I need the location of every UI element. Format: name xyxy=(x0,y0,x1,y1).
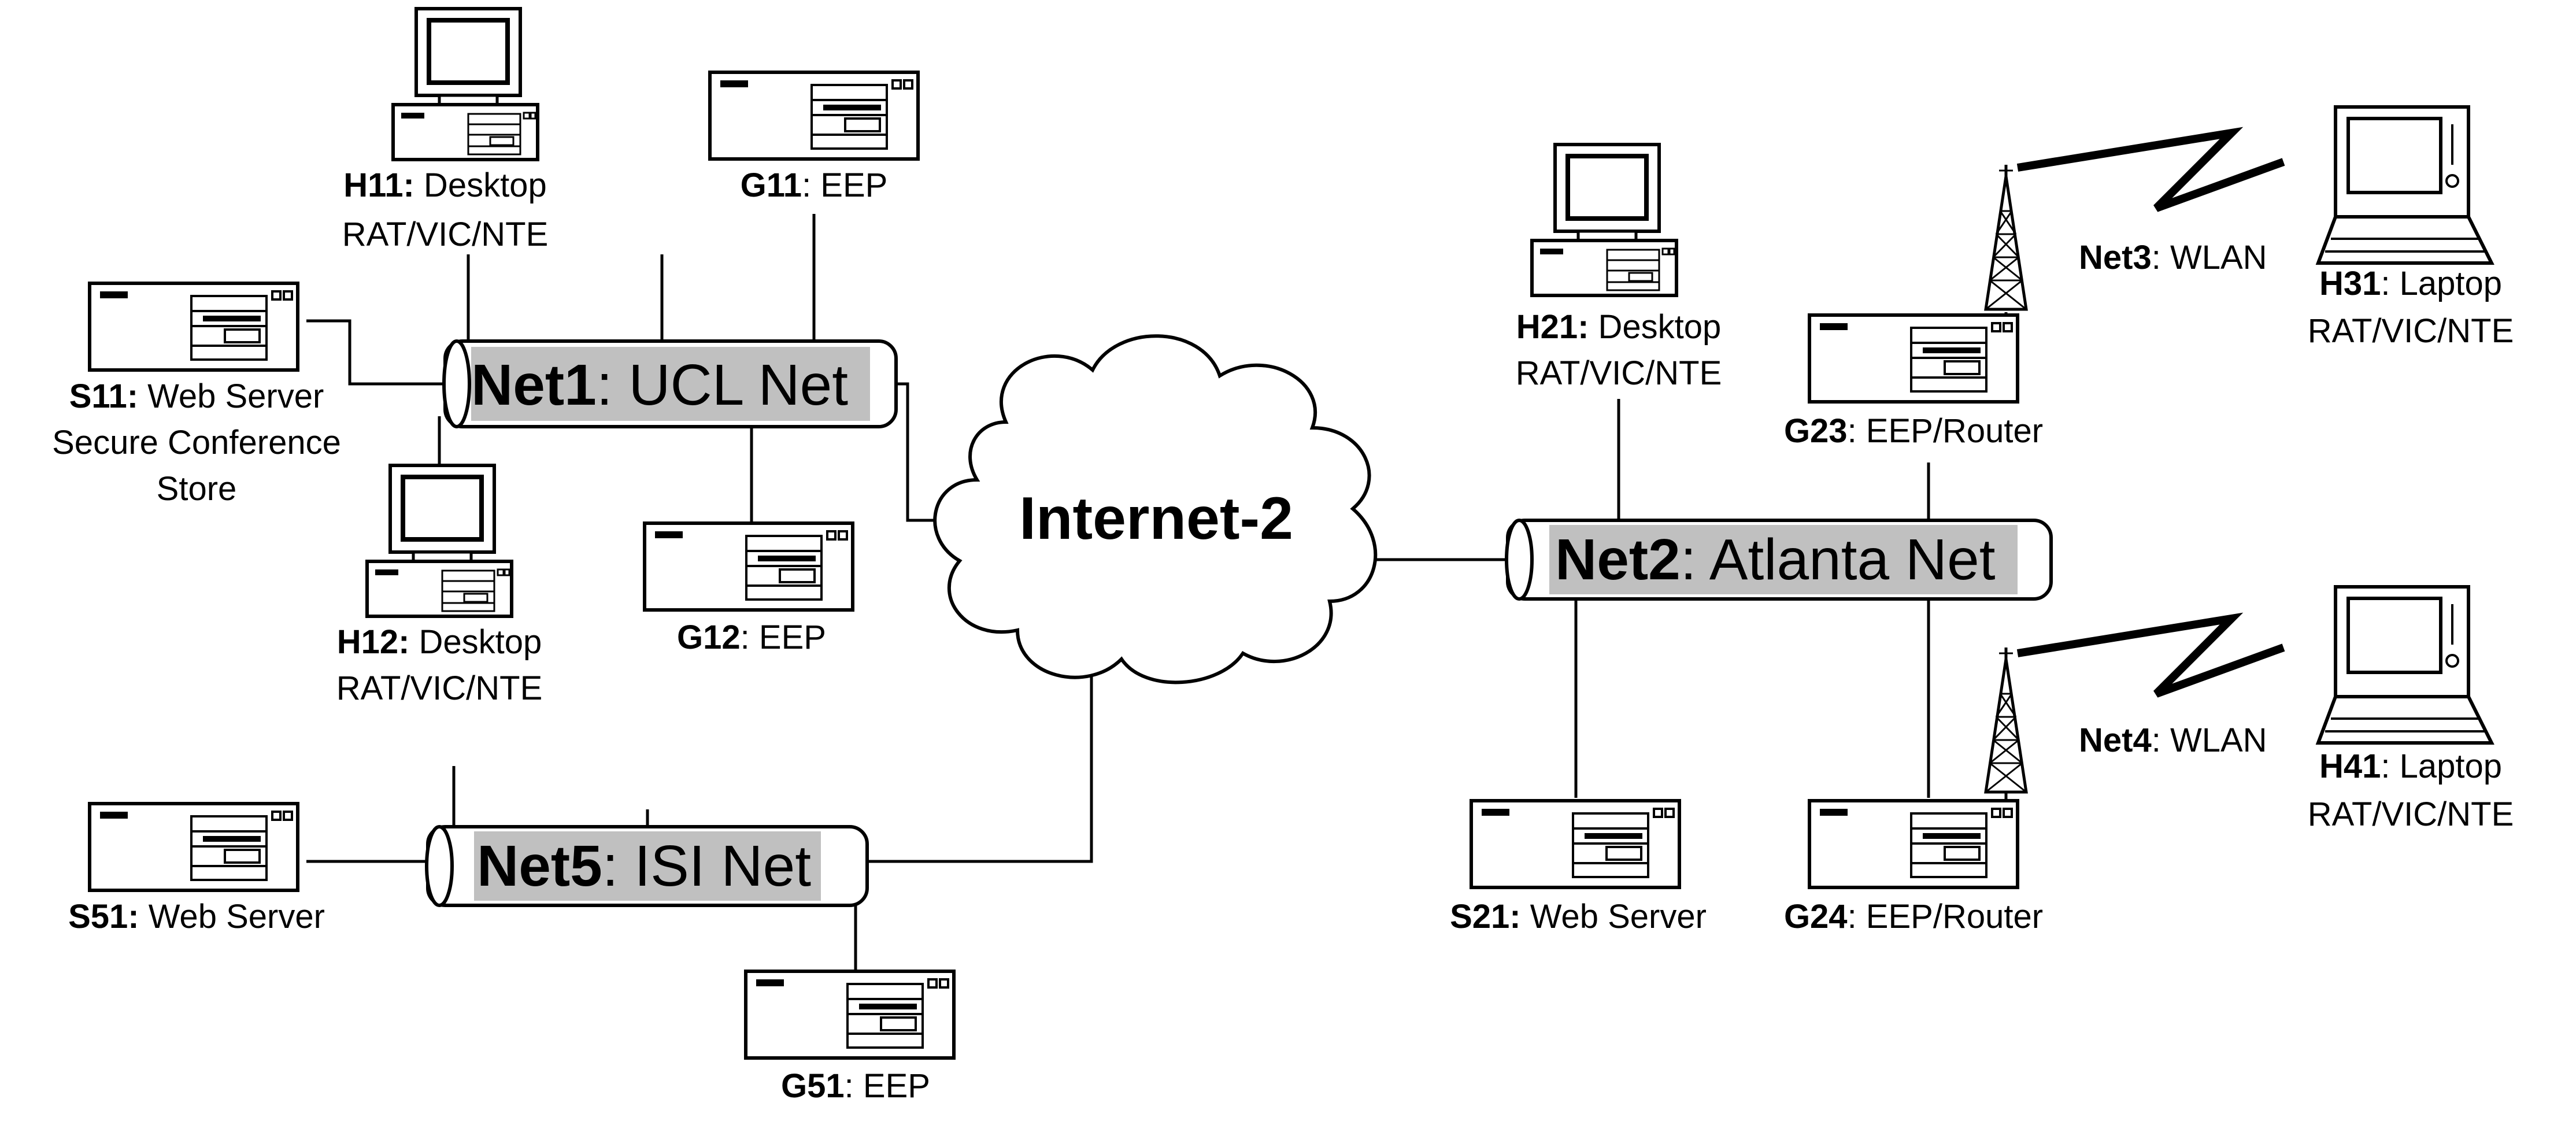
h41-laptop-icon xyxy=(2318,587,2492,743)
g51-label: G51: EEP xyxy=(781,1067,930,1105)
wireless-link-net4 xyxy=(2016,612,2285,698)
net4-label: Net4: WLAN xyxy=(2079,722,2267,759)
net4-id: Net4 xyxy=(2079,722,2152,759)
internet-cloud: Internet-2 xyxy=(933,334,1378,685)
g51-server-icon xyxy=(746,971,954,1058)
g24-antenna-icon xyxy=(1986,648,2026,792)
s11-line3: Store xyxy=(157,470,237,508)
g11-desc: : EEP xyxy=(802,167,887,204)
h31-software: RAT/VIC/NTE xyxy=(2308,312,2514,350)
g51-desc: : EEP xyxy=(845,1067,930,1105)
net3-name: : WLAN xyxy=(2152,239,2267,276)
h21-software: RAT/VIC/NTE xyxy=(1516,354,1722,392)
g24-desc: : EEP/Router xyxy=(1848,898,2043,935)
net2-label: Net2: Atlanta Net xyxy=(1555,527,1996,592)
h11-desc: Desktop xyxy=(414,167,547,204)
s21-label: S21: Web Server xyxy=(1450,898,1707,935)
s21-id: S21: xyxy=(1450,898,1521,935)
h41-id: H41 xyxy=(2319,748,2381,785)
g24-server-icon xyxy=(1809,801,2018,887)
h21-id: H21: xyxy=(1516,308,1589,346)
g24-label: G24: EEP/Router xyxy=(1784,898,2043,935)
net5-pipe: Net5: ISI Net xyxy=(425,825,869,907)
h12-desktop-icon xyxy=(367,465,512,616)
g12-id: G12 xyxy=(677,619,741,656)
h11-desktop-icon xyxy=(393,9,538,160)
g12-label: G12: EEP xyxy=(677,619,826,656)
h21-desktop-icon xyxy=(1532,145,1676,295)
h41-desc: : Laptop xyxy=(2381,748,2502,785)
net1-name: : UCL Net xyxy=(597,353,849,417)
h11-label: H11: Desktop xyxy=(343,167,546,204)
s21-server-icon xyxy=(1471,801,1679,887)
g11-label: G11: EEP xyxy=(741,167,888,204)
net1-id: Net1 xyxy=(471,353,597,417)
wireless-link-net3 xyxy=(2016,127,2285,212)
h31-desc: : Laptop xyxy=(2381,265,2502,302)
h12-software: RAT/VIC/NTE xyxy=(336,669,543,707)
net5-id: Net5 xyxy=(477,834,602,898)
h11-software: RAT/VIC/NTE xyxy=(342,216,549,253)
g12-desc: : EEP xyxy=(741,619,826,656)
s51-label: S51: Web Server xyxy=(68,898,325,935)
net3-id: Net3 xyxy=(2079,239,2152,276)
h12-id: H12: xyxy=(337,623,410,661)
g51-id: G51 xyxy=(781,1067,845,1105)
g23-label: G23: EEP/Router xyxy=(1784,412,2043,450)
net2-pipe: Net2: Atlanta Net xyxy=(1505,519,2053,601)
cloud-label: Internet-2 xyxy=(1019,485,1293,552)
h31-id: H31 xyxy=(2319,265,2381,302)
net1-pipe: Net1: UCL Net xyxy=(442,339,898,428)
g11-id: G11 xyxy=(741,167,802,204)
net5-label: Net5: ISI Net xyxy=(477,834,811,898)
h41-label: H41: Laptop xyxy=(2319,748,2502,785)
s51-desc: Web Server xyxy=(139,898,325,935)
h31-laptop-icon xyxy=(2318,107,2492,263)
g23-server-icon xyxy=(1809,315,2018,402)
g23-antenna-icon xyxy=(1986,165,2026,309)
g24-id: G24 xyxy=(1784,898,1848,935)
h11-id: H11: xyxy=(343,167,414,204)
h21-label: H21: Desktop xyxy=(1516,308,1722,346)
net2-id: Net2 xyxy=(1555,527,1681,592)
h41-software: RAT/VIC/NTE xyxy=(2308,796,2514,833)
h12-label: H12: Desktop xyxy=(337,623,542,661)
h21-desc: Desktop xyxy=(1589,308,1721,346)
connection-lines xyxy=(306,214,2008,971)
s51-id: S51: xyxy=(68,898,139,935)
g23-id: G23 xyxy=(1784,412,1848,450)
g11-server-icon xyxy=(710,72,918,159)
h31-label: H31: Laptop xyxy=(2319,265,2502,302)
s11-line2: Secure Conference xyxy=(52,424,341,461)
g12-server-icon xyxy=(645,523,853,610)
s51-server-icon xyxy=(90,804,298,890)
net3-label: Net3: WLAN xyxy=(2079,239,2267,276)
s11-id: S11: xyxy=(69,378,138,415)
s11-label: S11: Web Server xyxy=(69,378,324,415)
s21-desc: Web Server xyxy=(1521,898,1707,935)
s11-desc: Web Server xyxy=(138,378,324,415)
net5-name: : ISI Net xyxy=(602,834,811,898)
net2-name: : Atlanta Net xyxy=(1681,527,1996,592)
net1-label: Net1: UCL Net xyxy=(471,353,848,417)
net4-name: : WLAN xyxy=(2152,722,2267,759)
g23-desc: : EEP/Router xyxy=(1848,412,2043,450)
s11-server-icon xyxy=(90,283,298,370)
h12-desc: Desktop xyxy=(409,623,542,661)
